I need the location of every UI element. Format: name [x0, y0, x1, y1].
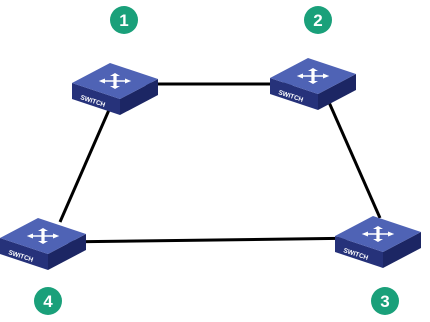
switch-right-face: [48, 234, 86, 270]
switch-right-face: [318, 74, 356, 110]
badge-3: 3: [371, 287, 399, 315]
switch-node-3[interactable]: SWITCH: [335, 216, 421, 268]
badge-number: 4: [43, 292, 53, 311]
badge-number: 3: [380, 292, 389, 311]
badge-1: 1: [110, 6, 138, 34]
badge-circle: [34, 287, 62, 315]
switch-node-1[interactable]: SWITCH: [72, 63, 158, 115]
switch-left-face: [335, 236, 383, 268]
badge-4: 4: [34, 287, 62, 315]
switch-left-face: [0, 238, 48, 270]
switch-right-face: [120, 79, 158, 115]
badge-circle: [304, 6, 332, 34]
switch-node-2[interactable]: SWITCH: [270, 58, 356, 110]
badge-2: 2: [304, 6, 332, 34]
switch-node-4[interactable]: SWITCH: [0, 218, 86, 270]
badge-number: 2: [313, 11, 322, 30]
switch-right-face: [383, 232, 421, 268]
link-2-3: [326, 99, 382, 219]
badge-circle: [110, 6, 138, 34]
switch-left-face: [72, 83, 120, 115]
badge-number: 1: [119, 11, 128, 30]
link-3-4: [57, 236, 367, 244]
switch-left-face: [270, 78, 318, 110]
badge-circle: [371, 287, 399, 315]
link-4-1: [58, 102, 114, 223]
